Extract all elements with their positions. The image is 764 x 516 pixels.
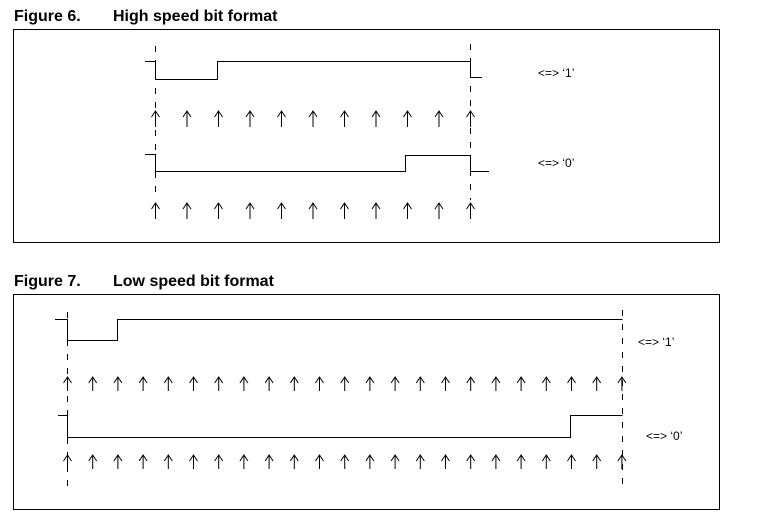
figure-7-title: Low speed bit format [113, 273, 274, 290]
sample-arrow-fig7-row2-23 [617, 454, 627, 469]
sample-arrow-fig7-row1-1 [63, 376, 72, 391]
sample-arrow-fig7-row1-7 [214, 376, 224, 391]
label-one-fig7: <=> ‘1’ [638, 335, 675, 349]
sample-arrow-fig7-row1-17 [466, 376, 476, 391]
sample-arrow-fig6-row2-7 [340, 202, 349, 219]
sample-arrow-fig7-row1-15 [415, 376, 425, 391]
waveform-one-fig6 [145, 61, 482, 80]
sample-arrow-fig7-row2-2 [88, 454, 98, 469]
sample-arrow-fig7-row1-10 [289, 376, 299, 391]
sample-arrow-fig7-row1-23 [617, 376, 627, 391]
figure-6-caption: Figure 6. High speed bit format [14, 8, 334, 28]
sample-arrow-fig7-row2-16 [441, 454, 450, 469]
sample-arrow-fig7-row1-14 [390, 376, 400, 391]
sample-arrow-fig7-row2-14 [390, 454, 400, 469]
sample-arrow-fig6-row2-2 [182, 202, 192, 219]
sample-arrow-fig6-row1-1 [151, 110, 160, 127]
sample-arrow-fig7-row2-20 [541, 454, 551, 469]
sample-arrow-fig7-row2-11 [315, 454, 324, 469]
sample-arrow-fig7-row1-20 [541, 376, 551, 391]
figure-7-number: Figure 7. [14, 273, 81, 290]
sample-arrow-fig6-row1-3 [214, 110, 223, 127]
sample-arrow-fig6-row2-3 [214, 202, 223, 219]
sample-arrow-fig6-row2-10 [434, 202, 444, 219]
sample-arrow-fig6-row1-10 [434, 110, 444, 127]
sample-arrow-fig7-row1-13 [365, 376, 375, 391]
sample-arrow-fig7-row2-5 [163, 454, 173, 469]
sample-arrow-fig7-row1-2 [88, 376, 98, 391]
sample-arrow-fig7-row2-12 [340, 454, 350, 469]
label-zero-fig7: <=> ‘0’ [646, 429, 683, 443]
sample-arrow-fig7-row2-7 [214, 454, 224, 469]
figure-7-frame [13, 294, 720, 510]
sample-arrow-fig7-row2-1 [63, 454, 72, 469]
sample-arrow-fig7-row1-3 [113, 376, 123, 391]
sample-arrow-fig7-row1-21 [567, 376, 576, 391]
sample-arrow-fig7-row2-19 [516, 454, 526, 469]
sample-arrow-fig7-row2-22 [592, 454, 602, 469]
sample-arrow-fig6-row1-4 [245, 110, 255, 127]
sample-arrow-fig6-row2-1 [151, 202, 160, 219]
sample-arrow-fig7-row2-15 [415, 454, 425, 469]
sample-arrow-fig6-row2-5 [277, 202, 286, 219]
waveform-zero-fig7 [58, 415, 623, 438]
sample-arrow-fig6-row2-8 [371, 202, 381, 219]
figure-6-number: Figure 6. [14, 8, 81, 25]
label-one-fig6: <=> ‘1’ [538, 66, 575, 80]
sample-arrow-fig7-row2-18 [491, 454, 501, 469]
sample-arrow-fig7-row2-17 [466, 454, 476, 469]
sample-arrow-fig7-row2-10 [289, 454, 299, 469]
sample-arrow-fig7-row1-12 [340, 376, 350, 391]
sample-arrow-fig6-row2-6 [308, 202, 318, 219]
sample-arrow-fig7-row2-4 [138, 454, 148, 469]
sample-arrow-fig6-row1-8 [371, 110, 381, 127]
sample-arrow-fig6-row2-11 [466, 202, 475, 219]
sample-arrow-fig6-row1-9 [403, 110, 412, 127]
waveform-zero-fig6 [145, 154, 489, 172]
sample-arrow-fig6-row1-7 [340, 110, 349, 127]
sample-arrow-fig7-row1-16 [441, 376, 450, 391]
sample-arrow-fig6-row1-5 [277, 110, 286, 127]
sample-arrow-fig7-row2-6 [189, 454, 198, 469]
sample-arrow-fig7-row1-5 [163, 376, 173, 391]
sample-arrow-fig7-row2-3 [113, 454, 123, 469]
sample-arrow-fig6-row1-2 [182, 110, 192, 127]
figure-6-frame [13, 29, 720, 243]
sample-arrow-fig7-row1-8 [239, 376, 249, 391]
sample-arrow-fig6-row2-4 [245, 202, 255, 219]
sample-arrow-fig6-row1-6 [308, 110, 318, 127]
label-zero-fig6: <=> ‘0’ [538, 156, 575, 170]
sample-arrow-fig7-row1-19 [516, 376, 526, 391]
sample-arrow-fig6-row2-9 [403, 202, 412, 219]
sample-arrow-fig7-row1-18 [491, 376, 501, 391]
sample-arrow-fig6-row1-11 [466, 110, 475, 127]
figure-6-title: High speed bit format [113, 8, 278, 25]
sample-arrow-fig7-row2-9 [264, 454, 274, 469]
sample-arrow-fig7-row1-9 [264, 376, 274, 391]
sample-arrow-fig7-row1-4 [138, 376, 148, 391]
sample-arrow-fig7-row2-21 [567, 454, 576, 469]
figure-7-caption: Figure 7. Low speed bit format [14, 273, 334, 293]
sample-arrow-fig7-row2-8 [239, 454, 249, 469]
sample-arrow-fig7-row2-13 [365, 454, 375, 469]
waveform-one-fig7 [55, 319, 623, 341]
sample-arrow-fig7-row1-11 [315, 376, 324, 391]
sample-arrow-fig7-row1-22 [592, 376, 602, 391]
sample-arrow-fig7-row1-6 [189, 376, 198, 391]
